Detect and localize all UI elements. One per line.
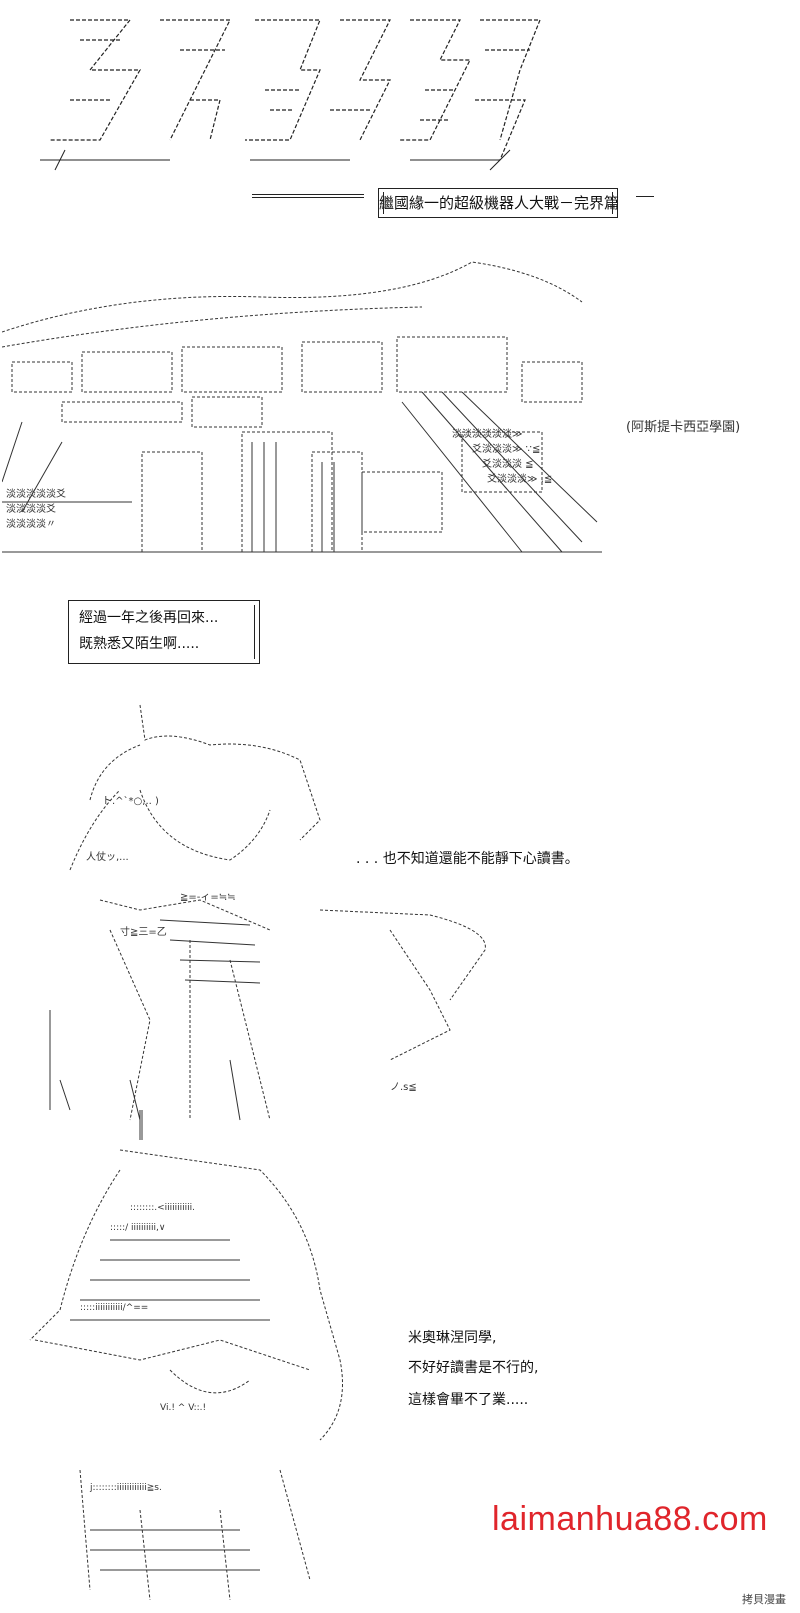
svg-text::::::/ iiiiiiiiii,∨: :::::/ iiiiiiiiii,∨ [110, 1223, 166, 1233]
narration-line-2: 既熟悉又陌生啊..... [79, 636, 200, 652]
svg-text:爻淡淡淡≫ ,≦: 爻淡淡淡≫ ,≦ [487, 473, 552, 485]
subtitle-text: 繼國緣一的超級機器人大戰－完界篇 [379, 194, 620, 212]
speech-line-2: 不好好讀書是不行的, [408, 1360, 539, 1376]
student-figure-art: ト.^`*○,.. ) 人仗ッ,... ≧=-ィ=≒≒ 寸≧三=乙 ノ.s≦ [30, 700, 510, 1130]
svg-text:Vi.! ^ V::.!: Vi.! ^ V::.! [160, 1403, 206, 1413]
svg-text::::::iiiiiiiiiii/^==: :::::iiiiiiiiiii/^== [80, 1303, 148, 1313]
svg-text:j::::::::iiiiiiiiiiii≧s.: j::::::::iiiiiiiiiiii≧s. [89, 1483, 162, 1493]
title-logo-art [30, 10, 550, 180]
svg-text:≧=-ィ=≒≒: ≧=-ィ=≒≒ [180, 892, 236, 903]
speech-line-3: 這樣會畢不了業..... [408, 1392, 529, 1408]
svg-text:ノ.s≦: ノ.s≦ [390, 1082, 417, 1093]
subtitle-rule-right [636, 196, 654, 197]
corner-mark: 拷貝漫畫 [742, 1593, 786, 1606]
svg-text:淡淡淡淡〃: 淡淡淡淡〃 [6, 518, 56, 530]
city-skyline-art: 淡淡淡淡淡淡≫ 爻淡淡淡≫ ∵≦ 爻淡淡淡 ≦ 爻淡淡淡≫ ,≦ 淡淡淡淡淡爻 … [2, 252, 602, 572]
svg-text:淡淡淡淡爻: 淡淡淡淡爻 [6, 503, 56, 515]
svg-text:淡淡淡淡淡爻: 淡淡淡淡淡爻 [6, 488, 66, 500]
narration-box: 經過一年之後再回來... 既熟悉又陌生啊..... [68, 600, 260, 664]
svg-text:人仗ッ,...: 人仗ッ,... [86, 851, 129, 863]
svg-text:淡淡淡淡淡淡≫: 淡淡淡淡淡淡≫ [452, 428, 522, 440]
speech-line-1: 米奧琳涅同學, [408, 1330, 497, 1346]
svg-text:爻淡淡淡≫ ∵≦: 爻淡淡淡≫ ∵≦ [472, 443, 540, 455]
svg-text:::::::::.<iiiiiiiiiii.: ::::::::.<iiiiiiiiiii. [130, 1203, 195, 1213]
subtitle-rule-left [252, 194, 364, 195]
subtitle-box: 繼國緣一的超級機器人大戰－完界篇 [378, 188, 620, 218]
svg-text:ト.^`*○,.. ): ト.^`*○,.. ) [102, 795, 159, 807]
subtitle-rule-left-2 [252, 197, 364, 198]
watermark-url: laimanhua88.com [492, 1500, 768, 1538]
location-caption: (阿斯提卡西亞學園) [626, 420, 741, 435]
svg-text:爻淡淡淡 ≦: 爻淡淡淡 ≦ [482, 458, 534, 470]
monologue-text: . . . 也不知道還能不能靜下心讀書。 [356, 851, 579, 867]
seated-figure-art: ::::::::.<iiiiiiiiiii. :::::/ iiiiiiiiii… [20, 1110, 360, 1605]
svg-text:寸≧三=乙: 寸≧三=乙 [120, 925, 167, 938]
narration-line-1: 經過一年之後再回來... [79, 610, 219, 626]
